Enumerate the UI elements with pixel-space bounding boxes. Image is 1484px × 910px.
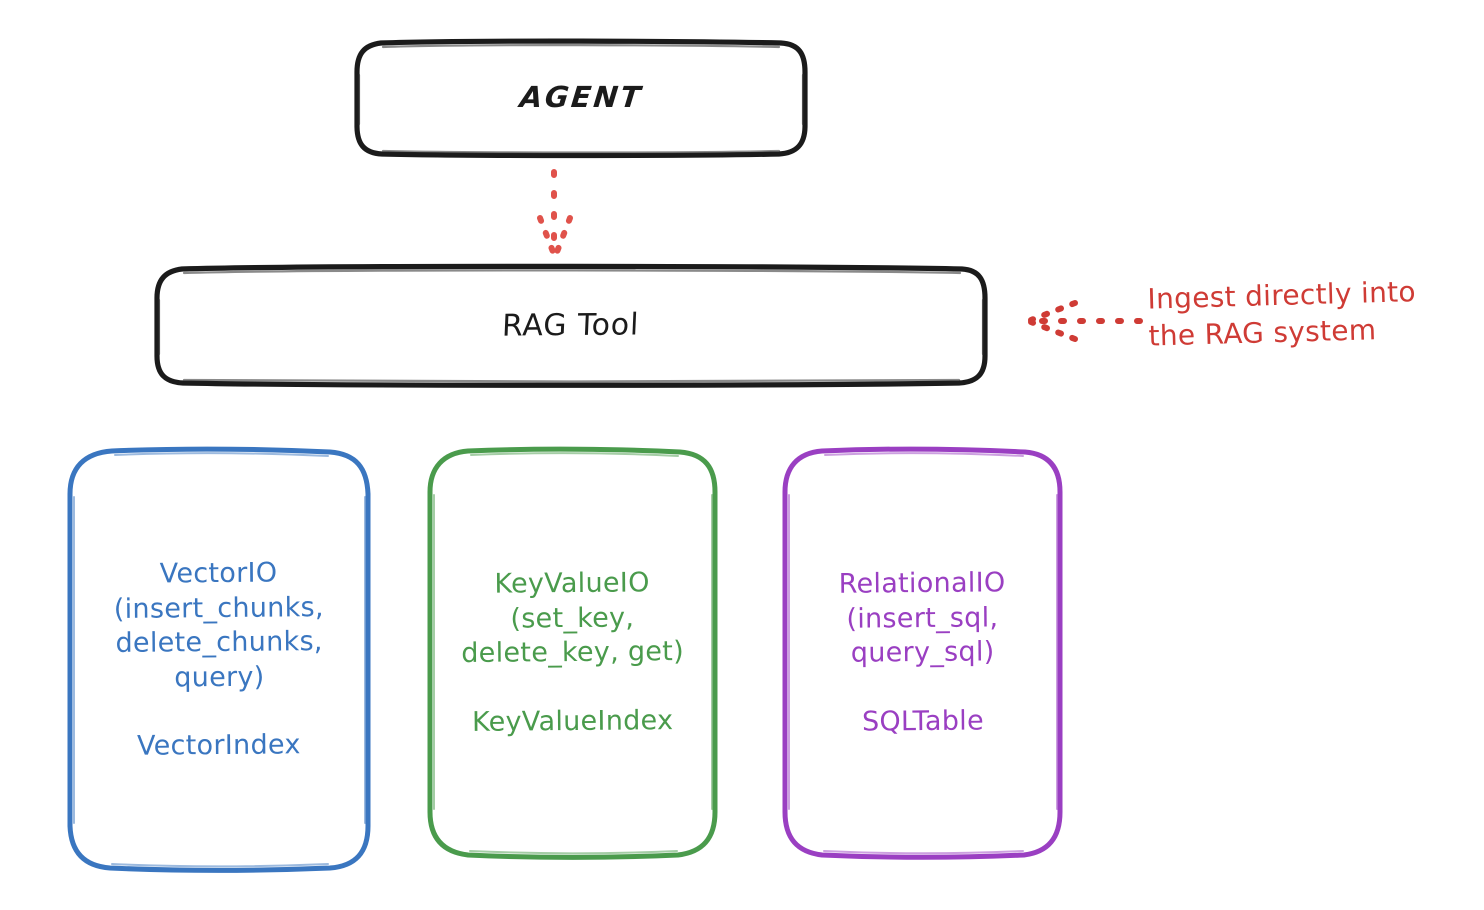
ingest-annotation: Ingest directly into the RAG system <box>1147 275 1417 353</box>
keyvalue-io-node[interactable]: KeyValueIO (set_key, delete_key, get) Ke… <box>430 450 715 856</box>
connector-ingest-to-rag <box>1028 300 1143 342</box>
keyvalue-index-label: KeyValueIndex <box>471 704 674 738</box>
agent-box-outline <box>354 38 808 159</box>
vector-io-title: VectorIO (insert_chunks, delete_chunks, … <box>113 557 324 693</box>
rag-tool-box-outline <box>154 263 988 388</box>
relational-io-title: RelationalIO (insert_sql, query_sql) <box>838 567 1006 669</box>
connector-agent-to-rag <box>537 169 573 260</box>
sql-table-label: SQLTable <box>861 705 984 738</box>
relational-box-outline <box>782 446 1063 860</box>
keyvalue-box-outline <box>427 446 718 860</box>
rag-tool-node[interactable]: RAG Tool <box>157 268 985 384</box>
agent-node[interactable]: AGENT <box>357 42 805 154</box>
relational-io-node[interactable]: RelationalIO (insert_sql, query_sql) SQL… <box>785 450 1060 856</box>
agent-node-label: AGENT <box>517 80 645 115</box>
keyvalue-io-title: KeyValueIO (set_key, delete_key, get) <box>461 567 685 669</box>
vector-io-node[interactable]: VectorIO (insert_chunks, delete_chunks, … <box>70 450 368 870</box>
vector-box-outline <box>67 446 371 873</box>
vector-index-label: VectorIndex <box>137 729 301 762</box>
rag-tool-node-label: RAG Tool <box>501 306 641 344</box>
